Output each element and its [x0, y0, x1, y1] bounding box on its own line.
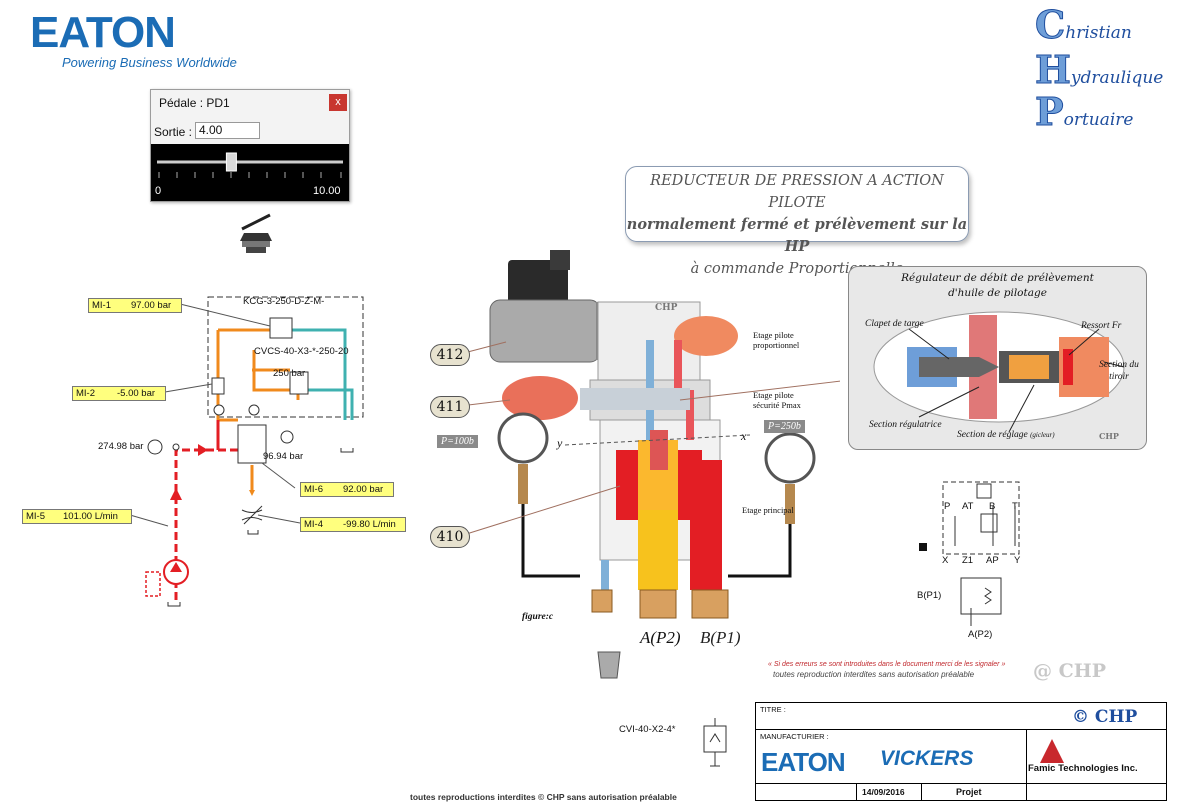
output-label: Sortie : [154, 125, 193, 139]
chp-logo-line3: Portuaire [1035, 89, 1134, 135]
inset-section-regulatrice: Section régulatrice [869, 420, 942, 430]
output-input[interactable]: 4.00 [195, 122, 260, 139]
close-button[interactable]: x [329, 94, 347, 111]
tag-pilot-safety: Etage pilote sécurité Pmax [753, 390, 801, 410]
port-b: B [989, 501, 996, 512]
gauge-right-badge: P=250b [764, 420, 805, 433]
cartouche-vickers-logo: VICKERS [880, 747, 974, 770]
callout-411: 411 [430, 396, 470, 418]
flow-regulator-inset: Régulateur de débit de prélèvement d'hui… [848, 266, 1147, 450]
port-at: AT [962, 501, 974, 512]
chp-logo-line2: Hydraulique [1035, 47, 1164, 93]
slider-panel [151, 144, 349, 201]
figure-label: figure:c [522, 612, 554, 622]
port-a-label: A(P2) [640, 628, 681, 647]
eaton-logo: EATON [30, 8, 176, 57]
inset-section-reglage: Section de réglage (gicleur) [957, 430, 1055, 440]
port-z1: Z1 [962, 555, 974, 566]
y-label: y [557, 436, 563, 450]
callout-412: 412 [430, 344, 470, 366]
slider-thumb[interactable] [225, 152, 237, 172]
cvi-symbol [703, 718, 727, 767]
slider-track[interactable] [151, 144, 349, 201]
reproduction-note: toutes reproduction interdites sans auto… [773, 670, 975, 679]
famic-logo-icon [1040, 739, 1064, 763]
footer-note: toutes reproductions interdites © CHP sa… [410, 792, 677, 802]
gauge-left-badge: P=100b [437, 435, 478, 448]
valve2-label: CVCS-40-X3-*-250-20 [254, 346, 349, 357]
symbol-a-label: A(P2) [968, 629, 993, 640]
inset-title2: d'huile de pilotage [948, 287, 1047, 299]
chp-logo-line1: Christian [1034, 2, 1132, 48]
inset-title1: Régulateur de débit de prélèvement [901, 272, 1094, 284]
symbol-b-label: B(P1) [917, 590, 942, 601]
port-y: Y [1014, 555, 1021, 566]
cartouche-famic: Famic Technologies Inc. [1028, 763, 1138, 774]
port-b-label: B(P1) [700, 628, 741, 647]
port-p: P [944, 501, 951, 512]
cartouche-projet: Projet [956, 787, 982, 797]
tag-pilot-proportional: Etage pilote proportionnel [753, 330, 800, 350]
cartouche-manufacturer-label: MANUFACTURIER : [760, 732, 829, 741]
symbol-marker [919, 543, 927, 551]
eaton-tagline: Powering Business Worldwide [62, 55, 237, 70]
hydraulic-schematic [129, 296, 364, 607]
gauge2-label: 96.94 bar [263, 451, 304, 462]
port-ap: AP [986, 555, 999, 566]
slider-max: 10.00 [313, 185, 341, 197]
inset-ressort: Ressort Fr [1081, 321, 1122, 331]
valve-cutaway [459, 250, 840, 679]
title-line1: REDUCTEUR DE PRESSION A ACTION PILOTE [650, 173, 944, 211]
cartouche-copyright: © CHP [1072, 707, 1138, 727]
relief-setting-label: 250 bar [273, 368, 306, 379]
title-line2: normalement fermé et prélèvement sur la … [626, 216, 968, 255]
valve1-label: KCG-3-250-D-Z-M- [243, 296, 325, 307]
port-x: X [942, 555, 949, 566]
cvi-label: CVI-40-X2-4* [619, 724, 676, 735]
valve-symbol [942, 481, 1020, 626]
port-t: T [1012, 501, 1018, 512]
at-chp-watermark: @ CHP [1033, 660, 1106, 682]
pump-pressure-label: 274.98 bar [98, 441, 144, 452]
pedal-dialog: Pédale : PD1 x Sortie : 4.00 0 10.00 [150, 89, 350, 202]
tag-main-stage: Etage principal [742, 505, 794, 515]
slider-min: 0 [155, 185, 162, 197]
pedal-icon[interactable] [236, 207, 276, 255]
title-block: TITRE : © CHP MANUFACTURIER : EATON VICK… [755, 702, 1167, 801]
errors-note: « Si des erreurs se sont introduites dan… [768, 661, 1006, 668]
callout-410: 410 [430, 526, 470, 548]
inset-chp: CHP [1099, 431, 1119, 441]
inset-clapet: Clapet de targe [865, 319, 924, 329]
regulator-drawing [873, 311, 1125, 433]
diagram-title-box: REDUCTEUR DE PRESSION A ACTION PILOTE no… [625, 166, 969, 277]
x-label: x [741, 429, 747, 443]
inset-section-tiroir: Section du tiroir [1099, 360, 1139, 382]
cartouche-title-label: TITRE : [760, 705, 786, 714]
measure-mi2[interactable]: MI-2-5.00 bar [72, 386, 166, 401]
cartouche-eaton-logo: EATON [761, 747, 846, 777]
chp-watermark: CHP [655, 303, 678, 313]
measure-mi4[interactable]: MI-4-99.80 L/min [300, 517, 406, 532]
cartouche-date: 14/09/2016 [862, 787, 905, 797]
pedal-dialog-title: Pédale : PD1 [159, 96, 230, 110]
